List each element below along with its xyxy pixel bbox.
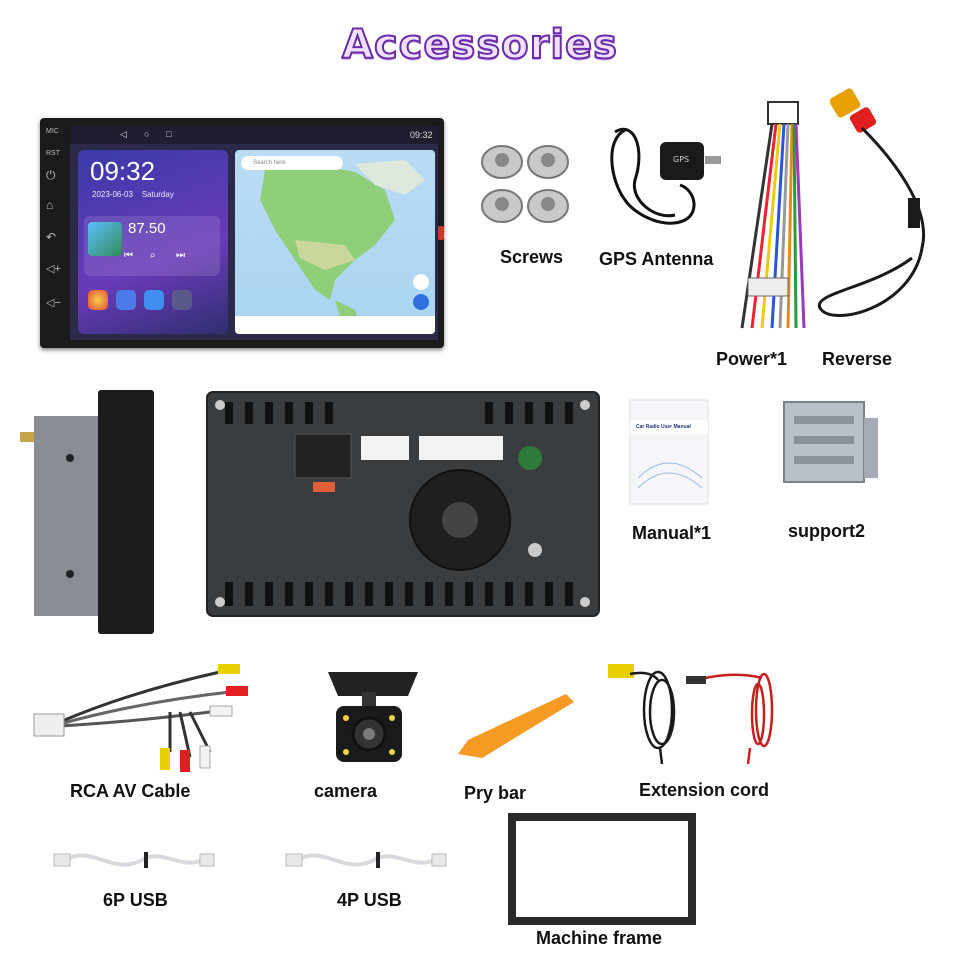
map-bottom-bar (235, 316, 435, 334)
date-value: 2023-06-03 (92, 190, 133, 199)
date: 2023-06-03 Saturday (92, 190, 174, 199)
status-time: 09:32 (410, 130, 433, 140)
machine-frame-icon (508, 813, 696, 925)
back-panel-icon (206, 391, 600, 617)
prybar-label: Pry bar (464, 783, 527, 803)
map-view: Search here (235, 150, 435, 334)
pry-bar-icon (458, 694, 574, 758)
manual-icon (629, 399, 709, 505)
manual-label: Manual*1 (632, 523, 712, 543)
prev-icon: ⏮ (124, 250, 133, 261)
back-icon: ↶ (46, 230, 57, 244)
mic-label: MIC (46, 128, 59, 135)
head-unit-side-panel: MIC RST ⏻ ⌂ ↶ ◁+ ◁− (40, 118, 70, 348)
directions-icon[interactable] (413, 294, 429, 310)
power-icon: ⏻ (46, 168, 56, 182)
usb-4p-icon (285, 852, 447, 868)
nav-home-icon: ○ (144, 129, 150, 139)
extension-cord-icon (608, 664, 774, 765)
reverse-cable-icon (817, 88, 925, 317)
locate-icon[interactable] (413, 274, 429, 290)
screws-label: Screws (500, 247, 564, 267)
head-unit: MIC RST ⏻ ⌂ ↶ ◁+ ◁− ◁ ○ □ 09:32 09:32 20… (40, 118, 444, 348)
app-dock (84, 284, 220, 328)
red-tab (438, 226, 444, 240)
nav-back-icon: ◁ (120, 129, 127, 139)
gps-antenna-icon: GPS (610, 128, 721, 225)
home-widget-panel: 09:32 2023-06-03 Saturday 87.50 ⏮ ⌕ ⏭ (78, 150, 228, 334)
album-art (88, 222, 122, 256)
next-icon: ⏭ (176, 250, 185, 261)
rca-label: RCA AV Cable (70, 781, 191, 801)
clock: 09:32 (90, 156, 156, 186)
reverse-label: Reverse (822, 349, 893, 369)
support-label: support2 (788, 521, 866, 541)
rca-cable-icon (33, 664, 248, 772)
camera-label: camera (314, 781, 378, 801)
chrome-icon (88, 290, 108, 310)
usb4-label: 4P USB (337, 890, 402, 910)
svg-text:GPS: GPS (673, 155, 689, 164)
home-icon: ⌂ (46, 198, 54, 212)
apps-grid-icon (172, 290, 192, 310)
power-label: Power*1 (716, 349, 788, 369)
support-bracket-icon (783, 401, 878, 483)
frame-label: Machine frame (536, 928, 663, 948)
screws-icon (481, 145, 569, 223)
gps-antenna-label: GPS Antenna (599, 249, 714, 269)
volume-down-icon: ◁− (46, 297, 61, 309)
map-search-input[interactable]: Search here (241, 156, 343, 170)
radio-widget: 87.50 ⏮ ⌕ ⏭ (84, 216, 220, 276)
usb6-label: 6P USB (103, 890, 168, 910)
side-view-icon (20, 390, 154, 634)
camera-icon (328, 672, 418, 762)
map-land-shapes (260, 160, 425, 334)
extension-label: Extension cord (639, 780, 770, 800)
car-icon (144, 290, 164, 310)
usb-6p-icon (53, 852, 215, 868)
weekday: Saturday (141, 190, 174, 199)
rst-label: RST (46, 150, 60, 157)
page-title: Accessories (341, 21, 618, 69)
equalizer-icon (116, 290, 136, 310)
status-bar: ◁ ○ □ 09:32 (70, 126, 438, 144)
power-harness-icon (740, 101, 806, 329)
volume-up-icon: ◁+ (46, 263, 61, 275)
head-unit-screen: ◁ ○ □ 09:32 09:32 2023-06-03 Saturday 87… (70, 126, 438, 340)
search-icon: ⌕ (150, 250, 156, 261)
nav-recent-icon: □ (166, 129, 172, 139)
manual-cover-text: Car Radio User Manual (636, 424, 691, 430)
radio-frequency: 87.50 (128, 220, 166, 237)
